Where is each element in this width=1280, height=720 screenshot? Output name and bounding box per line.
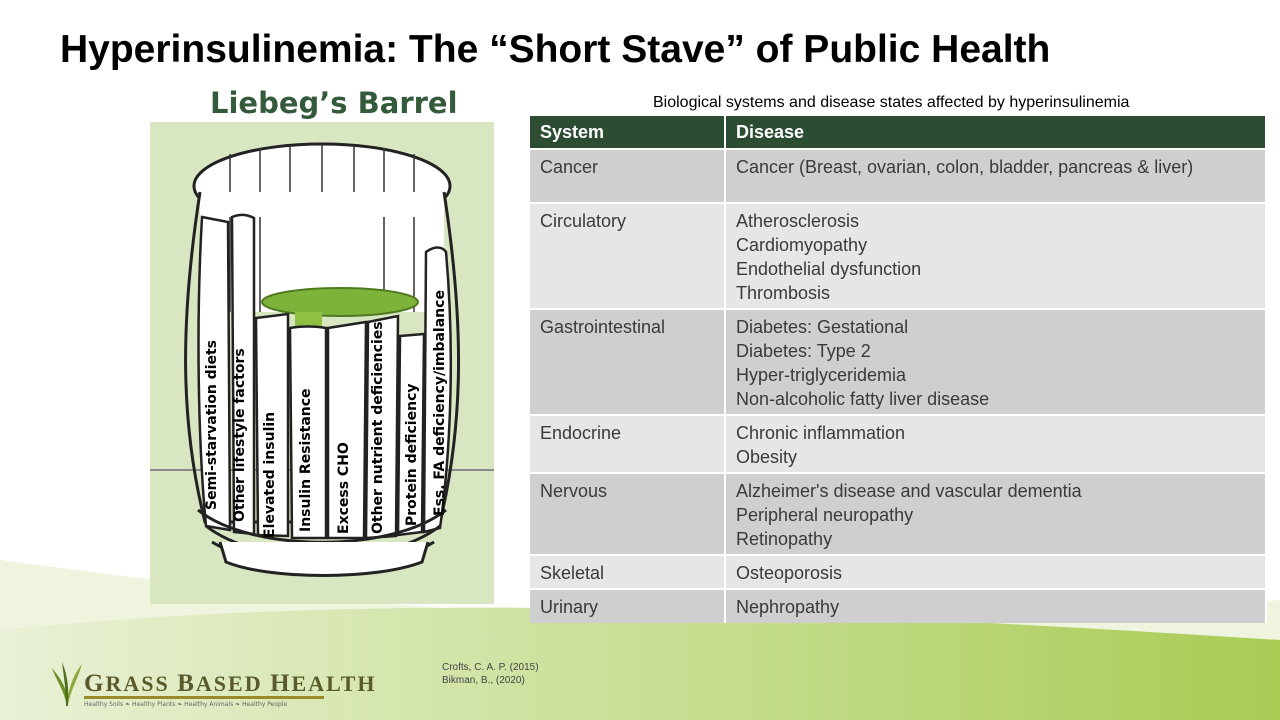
disease-item: Retinopathy bbox=[736, 529, 833, 549]
stave-label-ess-fa: Ess. FA deficiency/imbalance bbox=[432, 290, 448, 516]
disease-cell: Cancer (Breast, ovarian, colon, bladder,… bbox=[725, 148, 1267, 203]
table-caption: Biological systems and disease states af… bbox=[653, 94, 1130, 111]
slide-title: Hyperinsulinemia: The “Short Stave” of P… bbox=[60, 28, 1051, 71]
system-cell: Gastrointestinal bbox=[530, 308, 726, 415]
disease-item: Non-alcoholic fatty liver disease bbox=[736, 389, 990, 409]
system-cell: Skeletal bbox=[530, 554, 726, 589]
header-disease: Disease bbox=[725, 116, 1267, 149]
stave-label-elevated-insulin: Elevated insulin bbox=[262, 411, 278, 538]
reference-item: Crofts, C. A. P. (2015) bbox=[442, 662, 539, 673]
disease-item: Hyper-triglyceridemia bbox=[736, 365, 907, 385]
disease-item: Thrombosis bbox=[736, 283, 831, 303]
logo-wordmark: GRASS BASED HEALTH bbox=[84, 670, 377, 697]
disease-cell: Diabetes: Gestational Diabetes: Type 2 H… bbox=[725, 308, 1267, 415]
disease-item: Nephropathy bbox=[736, 597, 840, 617]
disease-item: Endothelial dysfunction bbox=[736, 259, 922, 279]
stave-label-other-nutrient: Other nutrient deficiencies bbox=[370, 321, 386, 534]
disease-item: Alzheimer's disease and vascular dementi… bbox=[736, 481, 1082, 501]
disease-item: Diabetes: Gestational bbox=[736, 317, 909, 337]
disease-item: Obesity bbox=[736, 447, 798, 467]
table-row: Skeletal Osteoporosis bbox=[530, 554, 1267, 589]
barrel-heading: Liebeg’s Barrel bbox=[210, 86, 458, 120]
table-row: Gastrointestinal Diabetes: Gestational D… bbox=[530, 308, 1267, 415]
header-system: System bbox=[530, 116, 726, 149]
disease-table: System Disease Cancer Cancer (Breast, ov… bbox=[530, 116, 1267, 623]
system-cell: Circulatory bbox=[530, 202, 726, 309]
table-row: Cancer Cancer (Breast, ovarian, colon, b… bbox=[530, 148, 1267, 203]
grass-leaf-icon bbox=[52, 662, 82, 706]
stave-label-insulin-resistance: Insulin Resistance bbox=[298, 388, 314, 532]
disease-cell: Osteoporosis bbox=[725, 554, 1267, 589]
disease-cell: Alzheimer's disease and vascular dementi… bbox=[725, 472, 1267, 555]
reference-item: Bikman, B., (2020) bbox=[442, 675, 525, 686]
disease-item: Peripheral neuropathy bbox=[736, 505, 914, 525]
table-header-row: System Disease bbox=[530, 116, 1267, 149]
stave-label-semi-starvation: Semi-starvation diets bbox=[204, 339, 220, 510]
table-row: Urinary Nephropathy bbox=[530, 588, 1267, 623]
disease-item: Osteoporosis bbox=[736, 563, 843, 583]
grass-based-health-logo: GRASS BASED HEALTH Healthy Soils ❧ Healt… bbox=[50, 660, 375, 708]
system-cell: Endocrine bbox=[530, 414, 726, 473]
system-cell: Nervous bbox=[530, 472, 726, 555]
disease-cell: Atherosclerosis Cardiomyopathy Endotheli… bbox=[725, 202, 1267, 309]
stave-label-protein: Protein deficiency bbox=[404, 383, 420, 527]
disease-item: Cardiomyopathy bbox=[736, 235, 868, 255]
disease-cell: Nephropathy bbox=[725, 588, 1267, 623]
table-row: Endocrine Chronic inflammation Obesity bbox=[530, 414, 1267, 473]
table-row: Circulatory Atherosclerosis Cardiomyopat… bbox=[530, 202, 1267, 309]
stave-label-excess-cho: Excess CHO bbox=[336, 442, 352, 534]
system-cell: Cancer bbox=[530, 148, 726, 203]
system-cell: Urinary bbox=[530, 588, 726, 623]
disease-item: Atherosclerosis bbox=[736, 211, 860, 231]
disease-item: Chronic inflammation bbox=[736, 423, 906, 443]
disease-item: Cancer (Breast, ovarian, colon, bladder,… bbox=[736, 157, 1194, 177]
disease-item: Diabetes: Type 2 bbox=[736, 341, 871, 361]
table-row: Nervous Alzheimer's disease and vascular… bbox=[530, 472, 1267, 555]
stave-label-other-lifestyle: Other lifestyle factors bbox=[232, 348, 248, 522]
logo-underline bbox=[84, 696, 324, 699]
logo-tagline: Healthy Soils ❧ Healthy Plants ❧ Healthy… bbox=[84, 701, 288, 708]
disease-cell: Chronic inflammation Obesity bbox=[725, 414, 1267, 473]
references: Crofts, C. A. P. (2015) Bikman, B., (202… bbox=[442, 661, 539, 687]
barrel-drawing bbox=[150, 142, 494, 577]
barrel-illustration bbox=[150, 122, 494, 604]
